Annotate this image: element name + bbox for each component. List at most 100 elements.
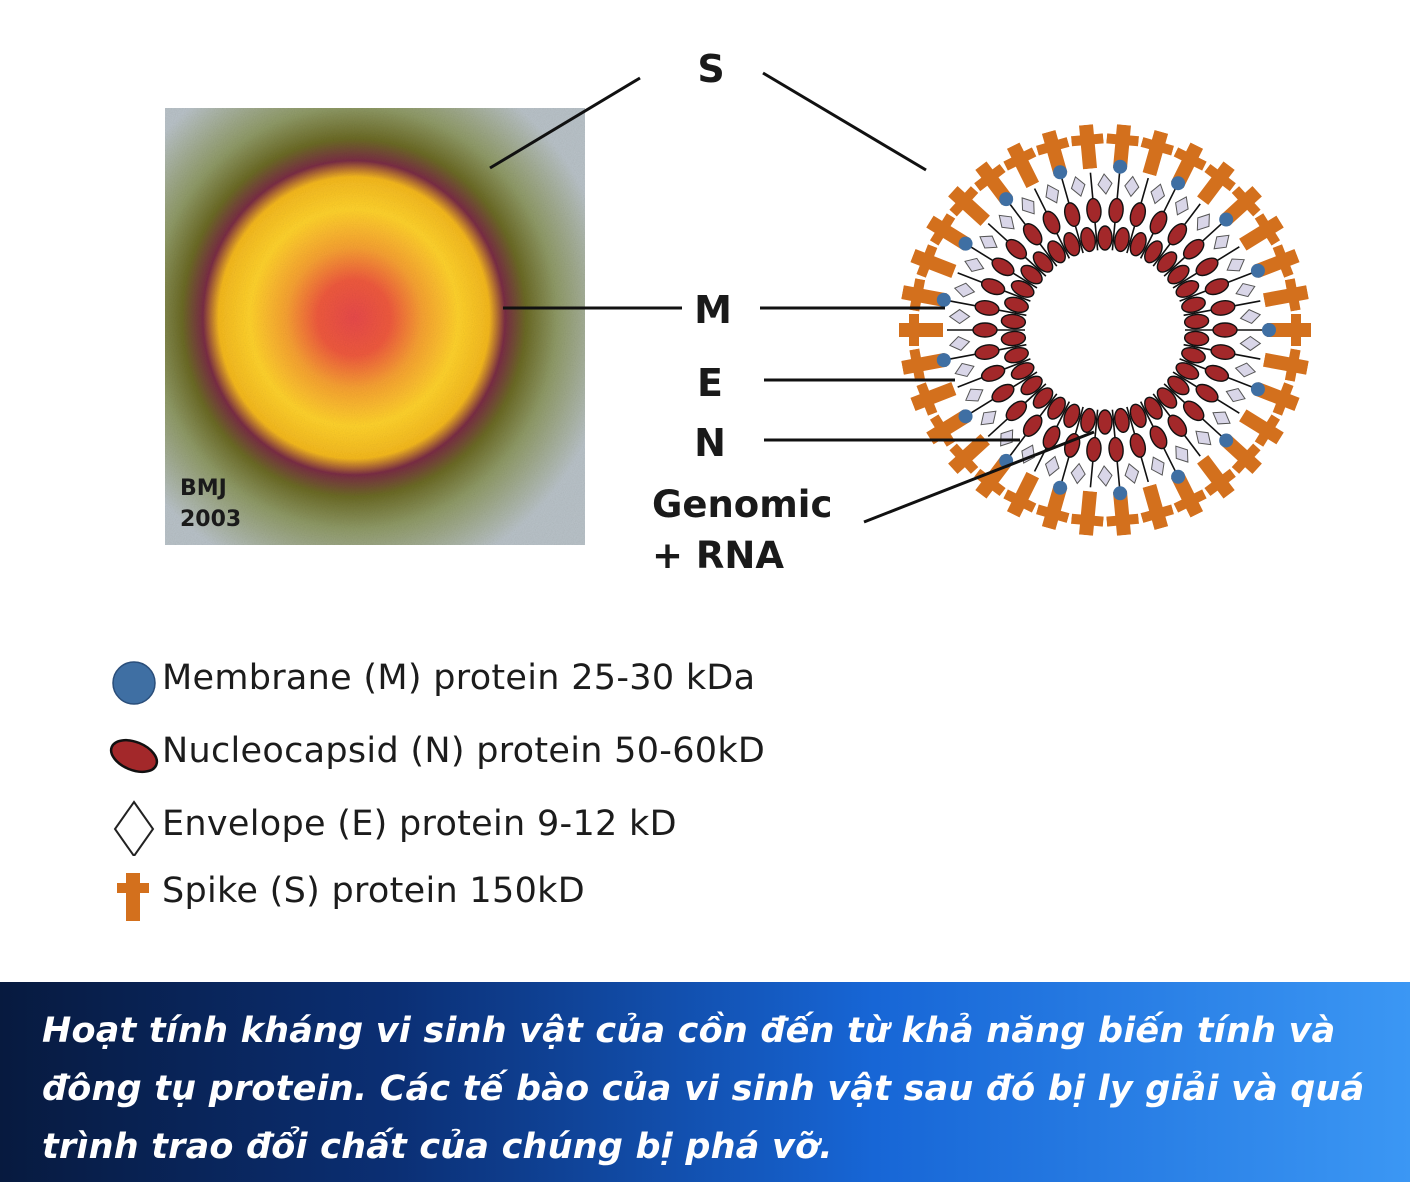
envelope-protein (1045, 184, 1060, 204)
nucleocapsid-protein (1063, 433, 1081, 458)
envelope-protein (1226, 258, 1245, 272)
spike-protein-icon (117, 873, 149, 921)
nucleocapsid-protein (1022, 223, 1043, 246)
nucleocapsid-protein (1183, 313, 1210, 330)
membrane-protein (958, 236, 973, 251)
label-n: N (694, 421, 726, 465)
nucleocapsid-protein (1167, 264, 1190, 285)
coronavirus-diagram: BMJ 2003 S M E N Genomic + RNA (165, 47, 1311, 577)
membrane-protein (1250, 382, 1265, 397)
virion-schematic (899, 123, 1311, 537)
nucleocapsid-protein (1195, 383, 1219, 403)
nucleocapsid-protein-icon (109, 738, 159, 774)
nucleocapsid-protein (1181, 296, 1206, 314)
membrane-protein (936, 353, 951, 368)
nucleocapsid-protein (1020, 375, 1043, 396)
spike-protein (1070, 489, 1106, 537)
nucleocapsid-protein (991, 257, 1015, 277)
envelope-protein (1150, 183, 1166, 205)
micrograph-credit-line2: 2003 (180, 507, 241, 532)
nucleocapsid-protein (1063, 232, 1081, 257)
nucleocapsid-protein (974, 344, 1000, 360)
nucleocapsid-protein (1195, 257, 1219, 277)
envelope-protein (1070, 462, 1086, 485)
spike-protein (1133, 481, 1177, 533)
membrane-protein (1219, 212, 1234, 227)
leader-line-rna (863, 430, 1095, 524)
membrane-protein (1250, 263, 1265, 278)
spike-protein (1261, 344, 1311, 384)
nucleocapsid-protein (1210, 344, 1236, 360)
envelope-protein (1021, 197, 1035, 215)
nucleocapsid-protein (1156, 251, 1178, 273)
nucleocapsid-protein (1097, 225, 1113, 251)
envelope-protein (1239, 309, 1262, 325)
nucleocapsid-protein (1175, 362, 1200, 380)
nucleocapsid-protein (1042, 210, 1061, 235)
electron-micrograph: BMJ 2003 (165, 108, 585, 545)
membrane-protein (1113, 159, 1128, 174)
caption-banner: Hoạt tính kháng vi sinh vật của cồn đến … (0, 982, 1410, 1182)
micrograph-credit-line1: BMJ (180, 476, 227, 501)
nucleocapsid-protein (1167, 375, 1190, 396)
nucleocapsid-protein (1183, 330, 1210, 347)
envelope-protein (998, 214, 1015, 230)
legend-label-spike: Spike (S) protein 150kD (162, 871, 585, 911)
spike-protein (1133, 127, 1177, 179)
label-genomic: Genomic (652, 483, 832, 526)
nucleocapsid-protein (1108, 436, 1124, 463)
label-s: S (697, 47, 724, 91)
nucleocapsid-protein (1210, 300, 1236, 316)
spike-protein (1250, 373, 1303, 420)
envelope-protein (1175, 445, 1189, 463)
nucleocapsid-protein (1004, 346, 1029, 364)
legend-label-membrane: Membrane (M) protein 25-30 kDa (162, 658, 756, 698)
nucleocapsid-protein (1000, 330, 1027, 347)
nucleocapsid-protein (1086, 436, 1102, 463)
membrane-protein (999, 192, 1014, 207)
membrane-protein (1219, 433, 1234, 448)
nucleocapsid-protein (1144, 396, 1163, 420)
nucleocapsid-protein (972, 322, 998, 338)
nucleocapsid-protein (1182, 238, 1205, 260)
nucleocapsid-protein (1022, 414, 1043, 437)
nucleocapsid-protein (1032, 251, 1054, 273)
nucleocapsid-protein (1129, 403, 1147, 428)
envelope-protein (1044, 455, 1060, 477)
nucleocapsid-protein (1204, 364, 1230, 382)
nucleocapsid-protein (1010, 362, 1035, 380)
envelope-protein (954, 362, 975, 378)
nucleocapsid-protein (1204, 278, 1230, 296)
nucleocapsid-protein (1086, 197, 1102, 224)
legend-label-envelope: Envelope (E) protein 9-12 kD (162, 804, 677, 844)
envelope-protein (1239, 335, 1262, 352)
legend-item-nucleocapsid: Nucleocapsid (N) protein 50-60kD (100, 723, 1000, 783)
nucleocapsid-protein (1080, 227, 1097, 253)
nucleocapsid-protein (1113, 407, 1130, 433)
nucleocapsid-protein (974, 300, 1000, 316)
nucleocapsid-protein (1047, 240, 1066, 264)
nucleocapsid-protein (1144, 240, 1163, 264)
envelope-protein (1175, 196, 1189, 216)
envelope-protein (1225, 387, 1246, 403)
envelope-protein (1097, 465, 1113, 487)
nucleocapsid-protein (1004, 296, 1029, 314)
envelope-protein (1195, 430, 1212, 446)
membrane-protein-icon (112, 661, 156, 705)
nucleocapsid-protein (1020, 264, 1043, 285)
envelope-protein (953, 282, 976, 298)
legend-item-membrane: Membrane (M) protein 25-30 kDa (100, 650, 1000, 710)
nucleocapsid-protein (1108, 197, 1124, 224)
nucleocapsid-protein (1149, 425, 1168, 450)
envelope-protein (1000, 429, 1014, 447)
envelope-protein (979, 235, 998, 249)
membrane-protein (958, 409, 973, 424)
envelope-protein (1212, 411, 1231, 425)
envelope-protein (948, 335, 971, 351)
envelope-protein (1097, 173, 1113, 195)
nucleocapsid-protein (1129, 232, 1147, 257)
leader-lines (489, 71, 1095, 524)
label-m: M (694, 288, 732, 332)
label-rna: + RNA (652, 534, 784, 577)
envelope-protein (965, 388, 984, 402)
